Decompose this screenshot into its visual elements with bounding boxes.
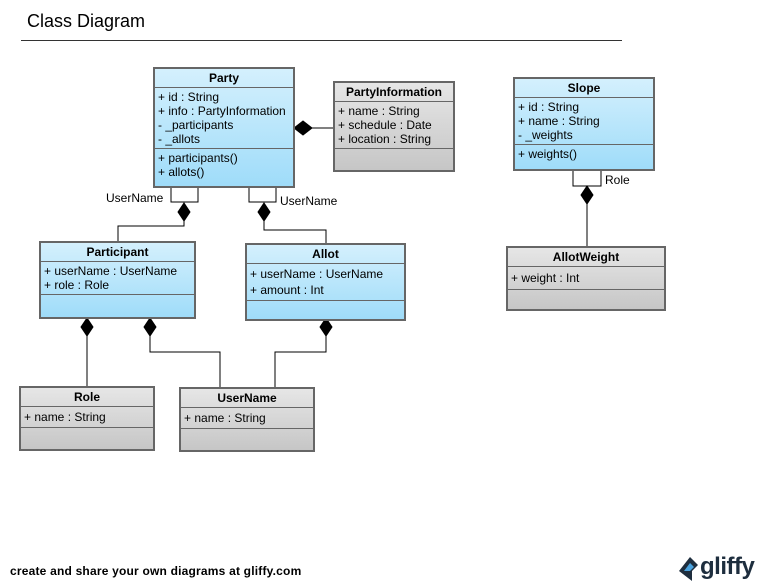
title-divider: [21, 40, 622, 41]
attribute: + name : String: [338, 104, 420, 118]
qualifier-label-slope-weight: Role: [605, 173, 630, 187]
operation: + allots(): [158, 165, 205, 179]
operations-section: [335, 149, 453, 170]
class-party[interactable]: Party + id : String + info : PartyInform…: [153, 67, 295, 188]
operations-section: + participants() + allots(): [155, 149, 293, 181]
attributes-section: + name : String: [21, 407, 153, 428]
footer-text[interactable]: create and share your own diagrams at gl…: [10, 564, 302, 578]
attribute: + id : String: [518, 100, 580, 114]
class-name: Role: [21, 388, 153, 407]
attribute: + userName : UserName: [250, 267, 384, 281]
qualifier-label-party-participant: UserName: [106, 191, 164, 205]
class-partyinformation[interactable]: PartyInformation + name : String + sched…: [333, 81, 455, 172]
attribute: - _weights: [518, 128, 573, 142]
class-name: Slope: [515, 79, 653, 98]
attribute: + userName : UserName: [44, 264, 178, 278]
composition-diamond-icon: [319, 317, 333, 337]
class-name: Party: [155, 69, 293, 88]
qualifier-label-party-allot: UserName: [280, 194, 338, 208]
attribute: + weight : Int: [511, 271, 580, 285]
attributes-section: + userName : UserName + amount : Int: [247, 264, 404, 301]
operations-section: [181, 429, 313, 450]
attribute: - _participants: [158, 118, 234, 132]
attributes-section: + name : String + schedule : Date + loca…: [335, 102, 453, 149]
composition-diamond-icon: [257, 202, 271, 222]
gliffy-logo-icon[interactable]: [676, 551, 764, 583]
qualifier-box-party-allot: [248, 186, 277, 203]
composition-diamond-icon: [293, 120, 313, 136]
operations-section: [508, 290, 664, 309]
attribute: + info : PartyInformation: [158, 104, 286, 118]
diagram-title: Class Diagram: [27, 11, 146, 31]
attributes-section: + id : String + info : PartyInformation …: [155, 88, 293, 149]
operations-section: [247, 301, 404, 319]
attribute: + amount : Int: [250, 283, 324, 297]
operations-section: [21, 428, 153, 449]
attribute: + name : String: [24, 410, 106, 424]
operation: + weights(): [518, 147, 578, 161]
gliffy-logo-text: gliffy: [700, 553, 755, 580]
composition-diamond-icon: [80, 317, 94, 337]
attributes-section: + userName : UserName + role : Role: [41, 262, 194, 295]
class-username[interactable]: UserName + name : String: [179, 387, 315, 452]
composition-diamond-icon: [580, 185, 594, 205]
connector-party-participant: [117, 204, 185, 242]
attribute: + name : String: [184, 411, 266, 425]
class-role[interactable]: Role + name : String: [19, 386, 155, 451]
attributes-section: + weight : Int: [508, 267, 664, 290]
qualifier-box-slope-weight: [572, 169, 602, 187]
class-slope[interactable]: Slope + id : String + name : String - _w…: [513, 77, 655, 171]
attributes-section: + id : String + name : String - _weights: [515, 98, 653, 145]
attribute: - _allots: [158, 132, 201, 146]
class-name: AllotWeight: [508, 248, 664, 267]
connector-allot-username: [274, 320, 327, 388]
class-name: UserName: [181, 389, 313, 408]
class-name: Participant: [41, 243, 194, 262]
class-allot[interactable]: Allot + userName : UserName + amount : I…: [245, 243, 406, 321]
operations-section: + weights(): [515, 145, 653, 163]
class-name: PartyInformation: [335, 83, 453, 102]
operation: + participants(): [158, 151, 238, 165]
attribute: + role : Role: [44, 278, 110, 292]
qualifier-box-party-participant: [170, 186, 199, 203]
operations-section: [41, 295, 194, 317]
connector-participant-username: [149, 320, 221, 388]
class-participant[interactable]: Participant + userName : UserName + role…: [39, 241, 196, 319]
connector-party-allot: [263, 204, 327, 244]
composition-diamond-icon: [177, 202, 191, 222]
attribute: + schedule : Date: [338, 118, 432, 132]
attributes-section: + name : String: [181, 408, 313, 429]
attribute: + location : String: [338, 132, 432, 146]
class-allotweight[interactable]: AllotWeight + weight : Int: [506, 246, 666, 311]
composition-diamond-icon: [143, 317, 157, 337]
attribute: + id : String: [158, 90, 220, 104]
class-name: Allot: [247, 245, 404, 264]
attribute: + name : String: [518, 114, 600, 128]
